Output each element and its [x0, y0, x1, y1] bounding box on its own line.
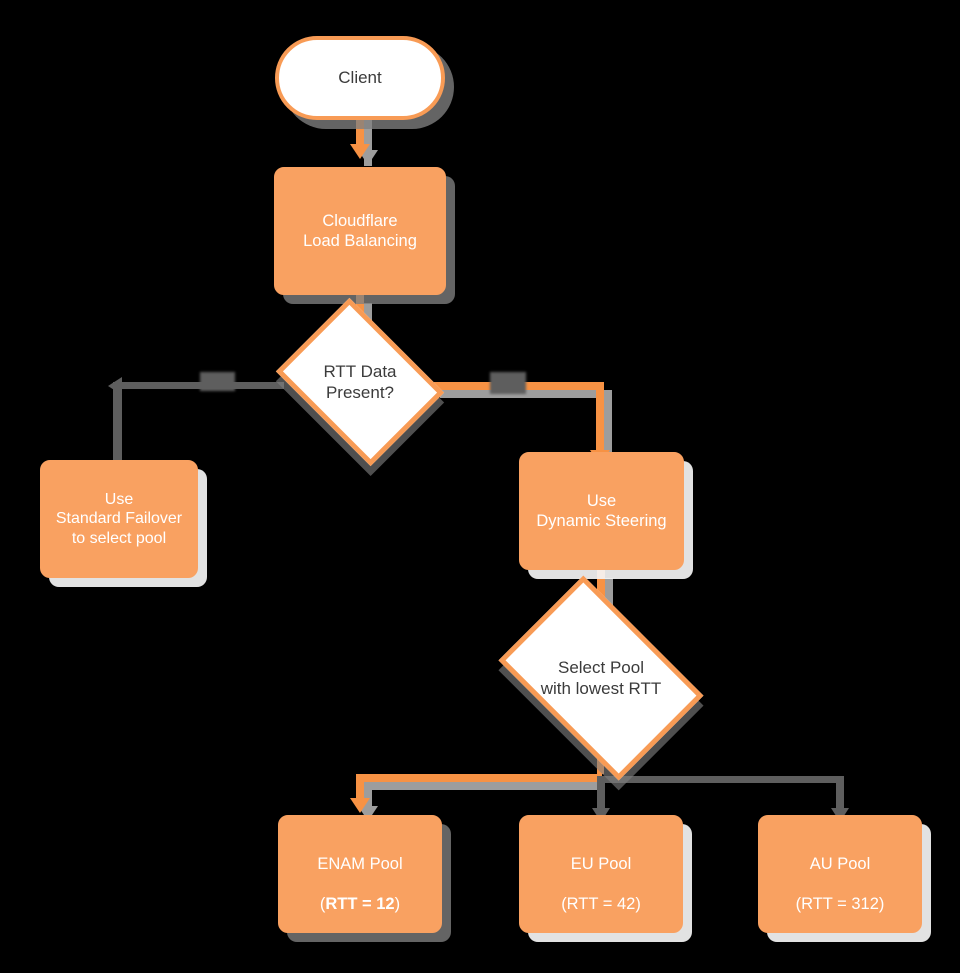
edge-select-to-au-horizontal	[600, 776, 843, 783]
node-dynamic-steering[interactable]: Use Dynamic Steering	[519, 452, 684, 570]
edge-client-to-lb	[356, 110, 364, 152]
edge-rtt-to-steering-vertical-shadow	[604, 390, 612, 468]
node-eu-pool-line2: (RTT = 42)	[561, 895, 641, 914]
node-client-label: Client	[338, 67, 382, 87]
edge-rtt-to-steering-horizontal-shadow	[440, 390, 612, 398]
node-client[interactable]: Client	[275, 36, 445, 120]
node-au-pool[interactable]: AU Pool (RTT = 312)	[758, 815, 922, 933]
node-enam-pool-label: ENAM Pool (RTT = 12)	[317, 834, 402, 915]
node-eu-pool-line1: EU Pool	[570, 854, 632, 873]
node-cloudflare-load-balancing[interactable]: Cloudflare Load Balancing	[274, 167, 446, 295]
node-enam-pool-paren-open: (	[319, 895, 326, 914]
node-enam-pool-paren-close: )	[394, 895, 401, 914]
edge-rtt-to-failover-arrowhead	[108, 377, 122, 395]
edge-label-rtt-yes	[490, 372, 526, 394]
node-standard-failover-label: Use Standard Failover to select pool	[55, 490, 183, 547]
node-standard-failover[interactable]: Use Standard Failover to select pool	[40, 460, 198, 578]
edge-client-to-lb-shadow	[364, 118, 372, 166]
node-dynamic-steering-label: Use Dynamic Steering	[536, 491, 667, 530]
edge-select-to-au-vertical	[836, 776, 844, 814]
node-cloudflare-load-balancing-label: Cloudflare Load Balancing	[303, 211, 417, 250]
node-eu-pool[interactable]: EU Pool (RTT = 42)	[519, 815, 683, 933]
edge-steering-to-select-shadow	[605, 578, 613, 620]
node-eu-pool-label: EU Pool (RTT = 42)	[561, 834, 641, 915]
node-rtt-data-present-label: RTT Data Present?	[323, 361, 397, 402]
edge-select-to-enam-horizontal	[356, 774, 602, 782]
node-enam-pool-line1: ENAM Pool	[317, 854, 403, 873]
edge-steering-to-select	[597, 570, 605, 608]
edge-rtt-to-failover-vertical	[113, 382, 122, 460]
edge-label-rtt-no	[200, 372, 235, 391]
node-select-pool-lowest-rtt[interactable]: Select Pool with lowest RTT	[498, 575, 704, 781]
node-select-pool-lowest-rtt-label: Select Pool with lowest RTT	[540, 657, 662, 698]
edge-select-to-enam-arrowhead	[350, 798, 370, 813]
node-au-pool-line1: AU Pool	[809, 854, 871, 873]
edge-select-to-eu-vertical	[597, 776, 605, 814]
node-au-pool-line2: (RTT = 312)	[795, 895, 885, 914]
edge-client-to-lb-arrowhead	[350, 144, 370, 159]
node-rtt-data-present[interactable]: RTT Data Present?	[275, 297, 445, 467]
edge-select-to-enam-horizontal-shadow	[364, 782, 604, 790]
edge-select-to-enam-vertical	[356, 774, 364, 802]
node-enam-pool[interactable]: ENAM Pool (RTT = 12)	[278, 815, 442, 933]
edge-rtt-to-steering-vertical	[596, 382, 604, 454]
node-enam-pool-rtt-value: RTT = 12	[325, 895, 395, 914]
node-au-pool-label: AU Pool (RTT = 312)	[796, 834, 885, 915]
